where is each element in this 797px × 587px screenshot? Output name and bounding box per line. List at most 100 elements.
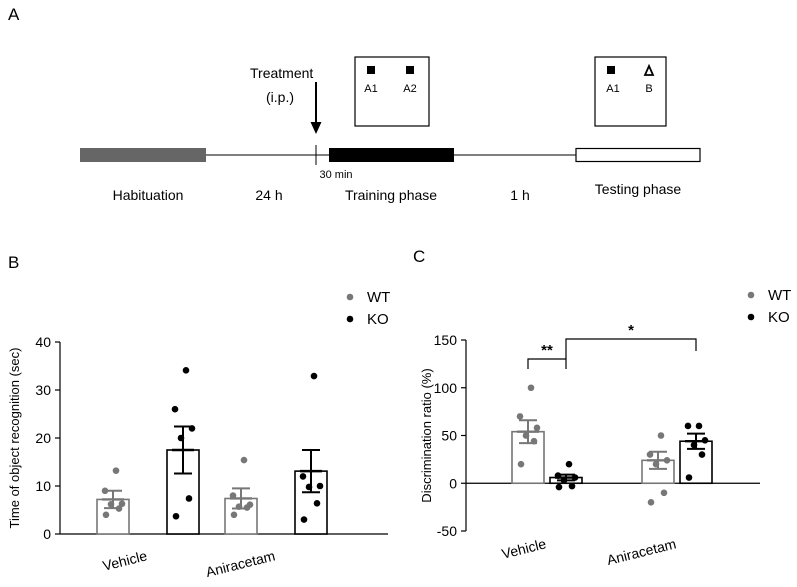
data-point-wt <box>652 460 660 468</box>
treatment-arrow-head-icon <box>310 122 322 134</box>
data-point-wt <box>230 511 238 519</box>
data-point-wt <box>246 501 254 509</box>
object-a1-square-icon <box>367 66 375 74</box>
significance-bracket <box>565 338 697 359</box>
legend-marker-wt <box>346 293 354 301</box>
data-point-wt <box>660 489 668 497</box>
data-point-ko <box>300 516 308 523</box>
testing-object-2-label: B <box>645 83 652 95</box>
training-bar <box>329 148 454 162</box>
data-point-ko <box>701 436 709 444</box>
data-point-ko <box>182 367 190 374</box>
data-point-ko <box>172 512 180 520</box>
treatment-route-label: (i.p.) <box>266 89 294 105</box>
data-point-wt <box>235 503 243 510</box>
data-point-ko <box>177 434 185 442</box>
data-point-ko <box>565 460 573 468</box>
y-tick-label: 0 <box>43 526 51 542</box>
data-point-wt <box>657 432 665 439</box>
panel-label-b: B <box>8 253 19 272</box>
data-point-ko <box>571 474 579 481</box>
y-axis-label: Time of object recognition (sec) <box>7 348 22 529</box>
data-point-wt <box>102 511 110 519</box>
data-point-ko <box>299 473 307 480</box>
y-tick-label: 20 <box>35 430 51 446</box>
data-point-wt <box>101 487 109 495</box>
phase-24h-label: 24 h <box>255 187 282 203</box>
data-point-ko <box>188 425 196 432</box>
phase-testing-label: Testing phase <box>595 181 682 197</box>
data-point-wt <box>115 505 123 512</box>
x-category-label: Vehicle <box>101 547 149 573</box>
phase-habituation-label: Habituation <box>113 187 184 203</box>
x-category-label: Aniracetam <box>204 547 277 580</box>
data-point-ko <box>171 405 179 413</box>
treatment-label: Treatment <box>250 65 313 81</box>
legend-marker-ko <box>747 313 755 321</box>
y-tick-label: 0 <box>449 475 457 491</box>
y-tick-label: 30 <box>35 382 51 398</box>
data-point-wt <box>530 437 538 445</box>
data-point-wt <box>107 500 115 508</box>
training-object-2-label: A2 <box>403 83 416 95</box>
legend-label-ko: KO <box>367 311 389 328</box>
legend-marker-wt <box>747 291 755 299</box>
x-category-label: Vehicle <box>500 535 548 561</box>
testing-object-1-label: A1 <box>606 83 619 95</box>
data-point-wt <box>646 451 654 458</box>
data-point-ko <box>554 472 562 479</box>
data-point-wt <box>118 500 126 508</box>
testing-arena-box <box>594 56 667 127</box>
data-point-ko <box>316 482 324 490</box>
data-point-wt <box>229 492 237 499</box>
y-tick-label: 50 <box>441 428 457 444</box>
significance-bracket <box>527 358 567 369</box>
data-point-ko <box>185 495 193 502</box>
y-tick-label: 40 <box>35 334 51 350</box>
data-point-ko <box>684 422 692 430</box>
phase-training-label: Training phase <box>345 187 437 203</box>
data-point-wt <box>663 457 671 464</box>
data-point-wt <box>533 424 541 432</box>
significance-label: ** <box>541 342 553 359</box>
data-point-ko <box>310 372 318 380</box>
data-point-wt <box>522 432 530 439</box>
data-point-ko <box>313 499 321 507</box>
delay-label: 30 min <box>319 169 352 181</box>
object-b-triangle-icon <box>643 63 655 76</box>
y-tick-label: -50 <box>437 523 457 539</box>
legend-label-wt: WT <box>367 289 390 306</box>
y-tick-label: 150 <box>434 332 458 348</box>
data-point-wt <box>112 467 120 474</box>
significance-label: * <box>628 322 634 339</box>
y-tick-label: 10 <box>35 478 51 494</box>
data-point-ko <box>560 477 568 484</box>
x-category-label: Aniracetam <box>605 535 678 568</box>
data-point-ko <box>698 451 706 458</box>
legend-label-wt: WT <box>768 287 791 304</box>
y-tick-label: 100 <box>434 380 458 396</box>
habituation-bar <box>80 148 206 162</box>
object-a1-square-icon <box>607 66 615 74</box>
data-point-ko <box>695 422 703 430</box>
data-point-wt <box>516 413 524 420</box>
data-point-ko <box>568 482 576 490</box>
data-point-ko <box>685 474 693 481</box>
panel-label-a: A <box>8 5 20 24</box>
data-point-wt <box>517 460 525 468</box>
testing-bar <box>575 147 701 163</box>
data-point-wt <box>647 499 655 506</box>
legend-label-ko: KO <box>768 309 790 326</box>
data-point-ko <box>555 483 563 491</box>
data-point-wt <box>240 456 248 464</box>
panel-label-c: C <box>413 247 425 266</box>
phase-1h-label: 1 h <box>510 187 529 203</box>
y-axis-label: Discrimination ratio (%) <box>419 368 434 502</box>
data-point-ko <box>305 483 313 491</box>
object-a2-square-icon <box>406 66 414 74</box>
data-point-ko <box>690 441 698 449</box>
panel-a: A Treatment (i.p.) A1 A2 A1 B 30 min Hab… <box>8 5 701 203</box>
